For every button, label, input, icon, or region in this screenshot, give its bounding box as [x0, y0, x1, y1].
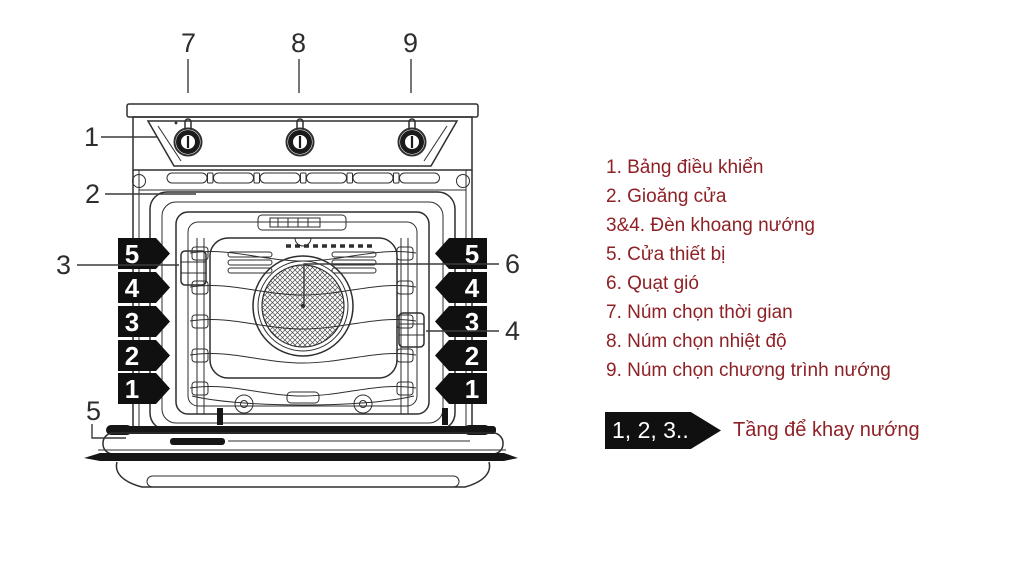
callout-9: 9 — [403, 28, 418, 58]
legend-item-8: 8. Núm chọn nhiệt độ — [606, 331, 787, 352]
legend-item-3-4: 3&4. Đèn khoang nướng — [606, 215, 815, 236]
shelf-tag-right-2 — [435, 340, 487, 371]
screw-hole-right — [456, 174, 470, 188]
shelf-tag-left-4 — [118, 272, 170, 303]
legend-item-6: 6. Quạt gió — [606, 273, 699, 294]
shelf-tag-right-1 — [435, 373, 487, 404]
legend-item-2: 2. Gioăng cửa — [606, 186, 727, 207]
callout-6: 6 — [505, 249, 520, 279]
fan — [252, 255, 354, 357]
rack-level-5 — [189, 251, 417, 262]
screw-hole-left — [132, 174, 146, 188]
open-door — [84, 425, 518, 488]
shelf-tag-right-4 — [435, 272, 487, 303]
callout-2: 2 — [85, 179, 100, 209]
shelf-tag-left-5-label: 5 — [125, 239, 139, 269]
rack-level-4 — [189, 285, 417, 296]
shelf-tag-left-1-label: 1 — [125, 374, 139, 404]
legend-item-1: 1. Bảng điều khiển — [606, 157, 764, 178]
shelf-tag-right-5-label: 5 — [465, 239, 479, 269]
rack-levels — [189, 238, 417, 414]
callout-3: 3 — [56, 250, 71, 280]
callout-5: 5 — [86, 396, 101, 426]
shelf-tag-right-4-label: 4 — [465, 273, 480, 303]
shelf-tag-left-3-label: 3 — [125, 307, 139, 337]
shelf-tags-right: 5 4 3 2 1 — [435, 238, 487, 404]
oven-diagram: 5 4 3 2 1 5 4 3 2 1 7 8 — [56, 28, 520, 488]
knob-time — [173, 118, 203, 157]
shelf-tag-right-5 — [435, 238, 487, 269]
rack-level-3 — [189, 319, 417, 330]
cavity-floor — [191, 391, 448, 425]
callout-4: 4 — [505, 316, 520, 346]
shelf-levels-description: Tầng để khay nướng — [733, 419, 920, 441]
back-panel — [209, 237, 398, 379]
grill-bracket — [257, 214, 347, 231]
knob-temperature — [285, 118, 315, 157]
shelf-tag-left-2 — [118, 340, 170, 371]
legend-item-9: 9. Núm chọn chương trình nướng — [606, 360, 891, 381]
legend-item-7: 7. Núm chọn thời gian — [606, 302, 793, 323]
shelf-tag-left-5 — [118, 238, 170, 269]
callout-7: 7 — [181, 28, 196, 58]
shelf-tag-left-3 — [118, 306, 170, 337]
oven-lamp-left — [180, 250, 207, 286]
shelf-tags-left: 5 4 3 2 1 — [118, 238, 170, 404]
vent-row — [166, 172, 440, 184]
legend-item-5: 5. Cửa thiết bị — [606, 244, 726, 265]
shelf-tag-left-4-label: 4 — [125, 273, 140, 303]
shelf-tag-right-1-label: 1 — [465, 374, 479, 404]
shelf-tag-right-3-label: 3 — [465, 307, 479, 337]
callout-1: 1 — [84, 122, 99, 152]
shelf-tag-left-2-label: 2 — [125, 341, 139, 371]
shelf-levels-tag-label: 1, 2, 3.. — [612, 417, 689, 443]
oven-lamp-right — [398, 312, 425, 348]
callouts: 7 8 9 1 2 3 6 4 5 — [56, 28, 520, 439]
control-panel — [146, 118, 459, 167]
rack-level-1 — [189, 386, 417, 397]
shelf-levels-tag: 1, 2, 3.. — [605, 412, 721, 449]
shelf-tag-right-2-label: 2 — [465, 341, 479, 371]
shelf-tag-left-1 — [118, 373, 170, 404]
legend: 1. Bảng điều khiển 2. Gioăng cửa 3&4. Đè… — [606, 153, 891, 385]
rack-level-2 — [189, 353, 417, 364]
callout-8: 8 — [291, 28, 306, 58]
knob-program — [397, 118, 427, 157]
shelf-tag-right-3 — [435, 306, 487, 337]
